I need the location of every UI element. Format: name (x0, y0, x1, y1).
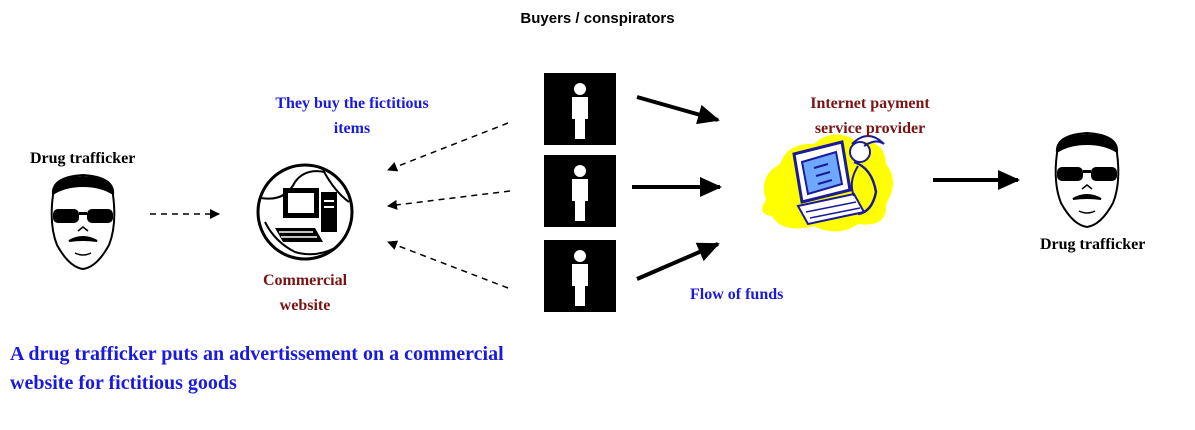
caption: A drug trafficker puts an advertissement… (10, 343, 504, 394)
arrow-buyer3-to-website (387, 240, 509, 289)
commercial-label-line1: Commercial (262, 272, 348, 289)
flow-of-funds-label: Flow of funds (690, 286, 784, 303)
payment-provider-label: Internet payment service provider (760, 91, 980, 141)
commercial-label-line2: website (279, 297, 331, 314)
commercial-website-label: Commercial website (240, 268, 370, 318)
right-trafficker-icon (1054, 131, 1120, 229)
payment-label-line1: Internet payment (810, 95, 930, 112)
payment-label-line2: service provider (814, 120, 926, 137)
person-at-computer-icon (762, 134, 893, 232)
buyer-3-icon (544, 240, 616, 312)
arrow-buyer1-to-payment (636, 95, 720, 125)
they-buy-label: They buy the fictitious items (275, 95, 429, 137)
left-trafficker-label: Drug trafficker (30, 150, 136, 167)
buyer-1-icon (544, 73, 616, 145)
buyer-2-icon (544, 155, 616, 227)
arrow-buyer3-to-payment (636, 242, 720, 281)
diagram-title: Buyers / conspirators (520, 10, 675, 27)
computer-globe-icon (256, 163, 354, 261)
right-trafficker-label: Drug trafficker (1040, 236, 1146, 253)
arrow-buyer2-to-website (387, 190, 511, 210)
left-trafficker-icon (50, 173, 116, 271)
